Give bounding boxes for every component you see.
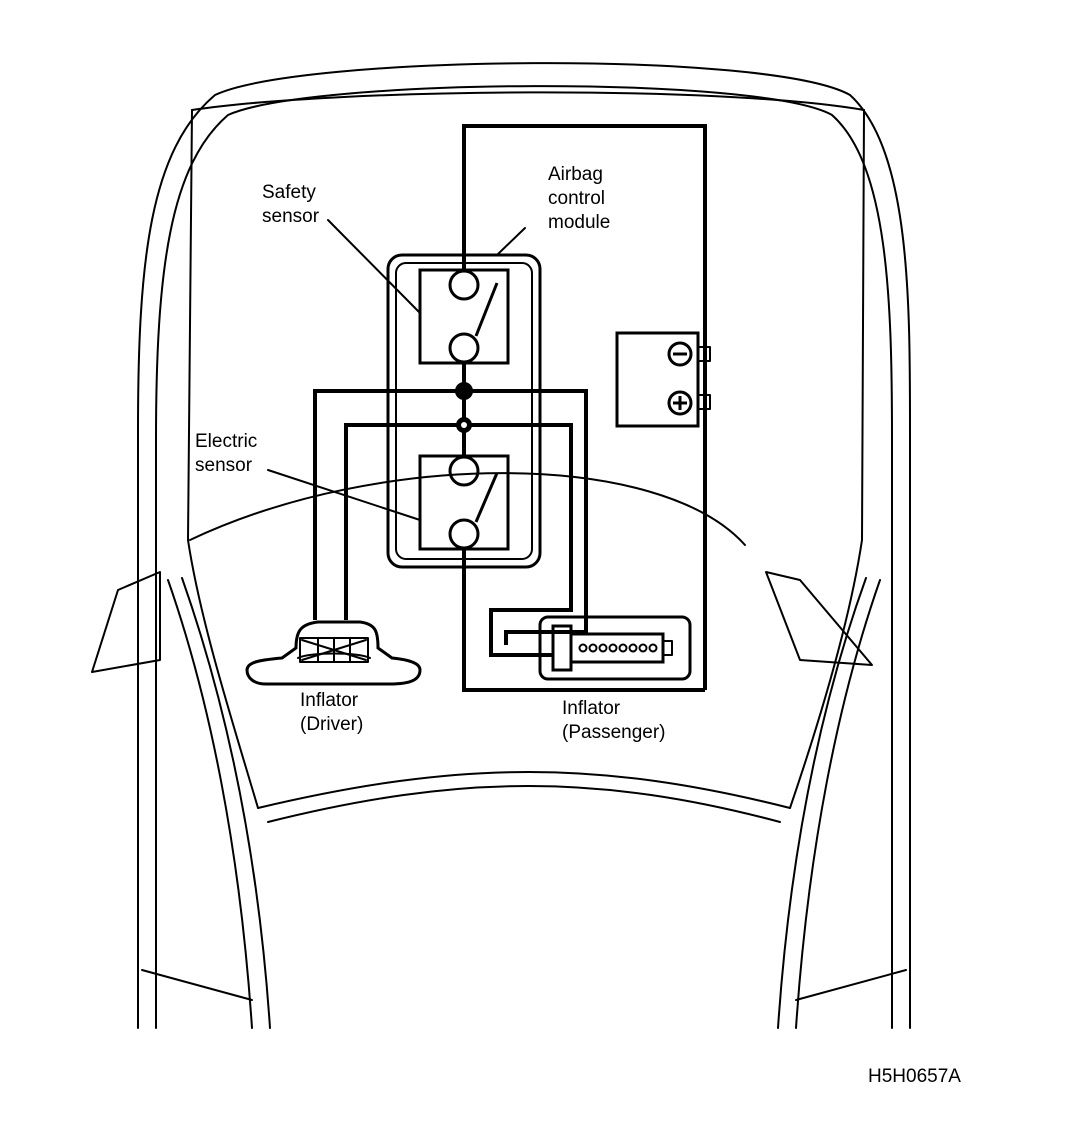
junction-dot xyxy=(455,382,473,400)
label-passenger-1: Inflator xyxy=(562,698,621,719)
label-airbag-2: control xyxy=(548,188,605,209)
inflator-passenger xyxy=(538,615,692,681)
safety-sensor-box xyxy=(418,268,510,365)
label-airbag-3: module xyxy=(548,212,610,233)
label-passenger-2: (Passenger) xyxy=(562,722,666,743)
label-safety-1: Safety xyxy=(262,182,316,203)
label-driver-1: Inflator xyxy=(300,690,359,711)
car-body xyxy=(91,62,911,1029)
label-electric-2: sensor xyxy=(195,455,253,476)
label-safety-2: sensor xyxy=(262,206,320,227)
electric-sensor-box xyxy=(418,454,510,551)
label-driver-2: (Driver) xyxy=(300,714,363,735)
inflator-driver xyxy=(245,620,422,686)
leader-lines xyxy=(267,219,526,521)
label-airbag-1: Airbag xyxy=(548,164,603,185)
label-electric-1: Electric xyxy=(195,431,257,452)
battery xyxy=(615,331,711,428)
positive-terminal-icon xyxy=(667,390,693,416)
wiring xyxy=(313,124,707,692)
figure-code: H5H0657A xyxy=(868,1066,961,1087)
negative-terminal-icon xyxy=(667,341,693,367)
